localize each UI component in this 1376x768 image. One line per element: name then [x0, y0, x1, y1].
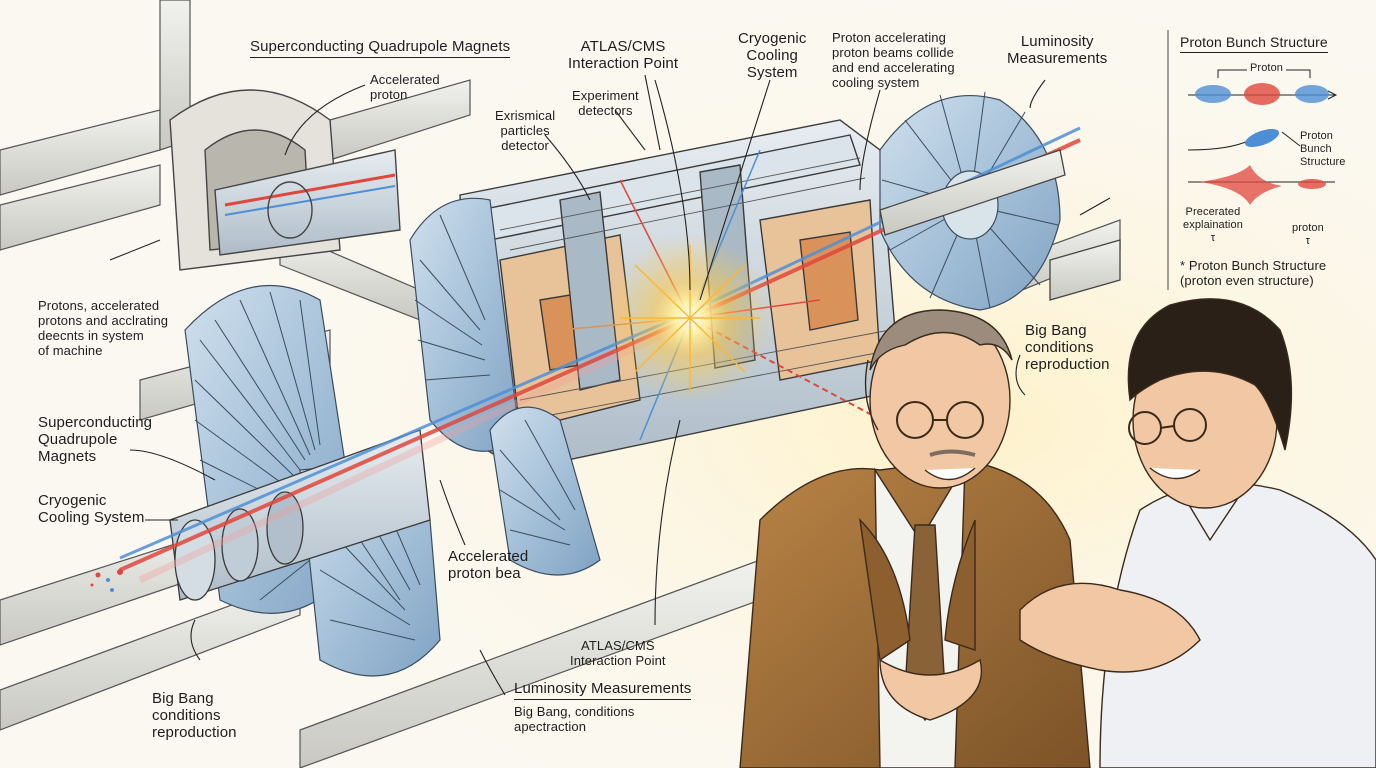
label-luminosity-bottom: Luminosity Measurements	[514, 680, 692, 700]
right-beam-pipe	[879, 149, 1121, 301]
inset-panel	[1167, 30, 1338, 290]
inset-precerated: Precerated explaination τ	[1183, 206, 1243, 244]
label-big-bang-right: Big Bang conditions reproduction	[1025, 322, 1110, 373]
inset-bunch-elongated	[1244, 128, 1280, 148]
label-big-bang-left: Big Bang conditions reproduction	[152, 690, 237, 741]
inset-bunch-red	[1244, 83, 1280, 105]
inset-bunch-red-2	[1298, 179, 1326, 189]
younger-scientist	[1019, 298, 1376, 768]
beam-spray	[90, 569, 123, 592]
inset-proton-tau: proton τ	[1292, 222, 1324, 247]
top-quadrupole-magnet	[169, 89, 401, 271]
label-atlas-top: ATLAS/CMS Interaction Point	[568, 38, 679, 72]
label-cryo-top: Cryogenic Cooling System	[738, 30, 807, 81]
label-big-bang-bottom: Big Bang, conditions apectraction	[514, 704, 635, 734]
inset-title: Proton Bunch Structure	[1180, 34, 1328, 53]
flash-rays	[620, 245, 760, 392]
label-quadrupole-left: Superconducting Quadrupole Magnets	[38, 414, 153, 465]
inset-bunch-blue-2	[1295, 85, 1329, 103]
inset-bunch-burst	[1200, 165, 1282, 205]
label-proton-accelerating: Proton accelerating proton beams collide…	[832, 30, 955, 90]
label-cryo-left: Cryogenic Cooling System	[38, 492, 145, 526]
label-luminosity-top: Luminosity Measurements	[1007, 33, 1108, 67]
inset-bunch-blue	[1195, 85, 1231, 103]
label-accelerated-bea: Accelerated proton bea	[448, 548, 529, 582]
label-accelerated-proton: Accelerated proton	[370, 72, 440, 102]
label-top-quadrupole: Superconducting Quadrupole Magnets	[250, 38, 511, 58]
center-left-wheel	[409, 197, 521, 452]
inset-footnote: * Proton Bunch Structure (proton even st…	[1180, 258, 1327, 288]
label-protons-left: Protons, accelerated protons and acclrat…	[38, 298, 169, 358]
front-quadrupole-magnet	[169, 429, 431, 601]
label-atlas-bottom: ATLAS/CMS Interaction Point	[570, 638, 666, 668]
bottom-center-wheel	[489, 406, 601, 576]
label-exrismical: Exrismical particles detector	[495, 108, 556, 153]
inset-proton-label: Proton	[1247, 62, 1287, 75]
inset-bunch-label: Proton Bunch Structure	[1300, 130, 1346, 168]
label-experiment-detectors: Experiment detectors	[572, 88, 639, 118]
leader-lines	[109, 74, 1111, 696]
older-scientist	[739, 309, 1091, 768]
